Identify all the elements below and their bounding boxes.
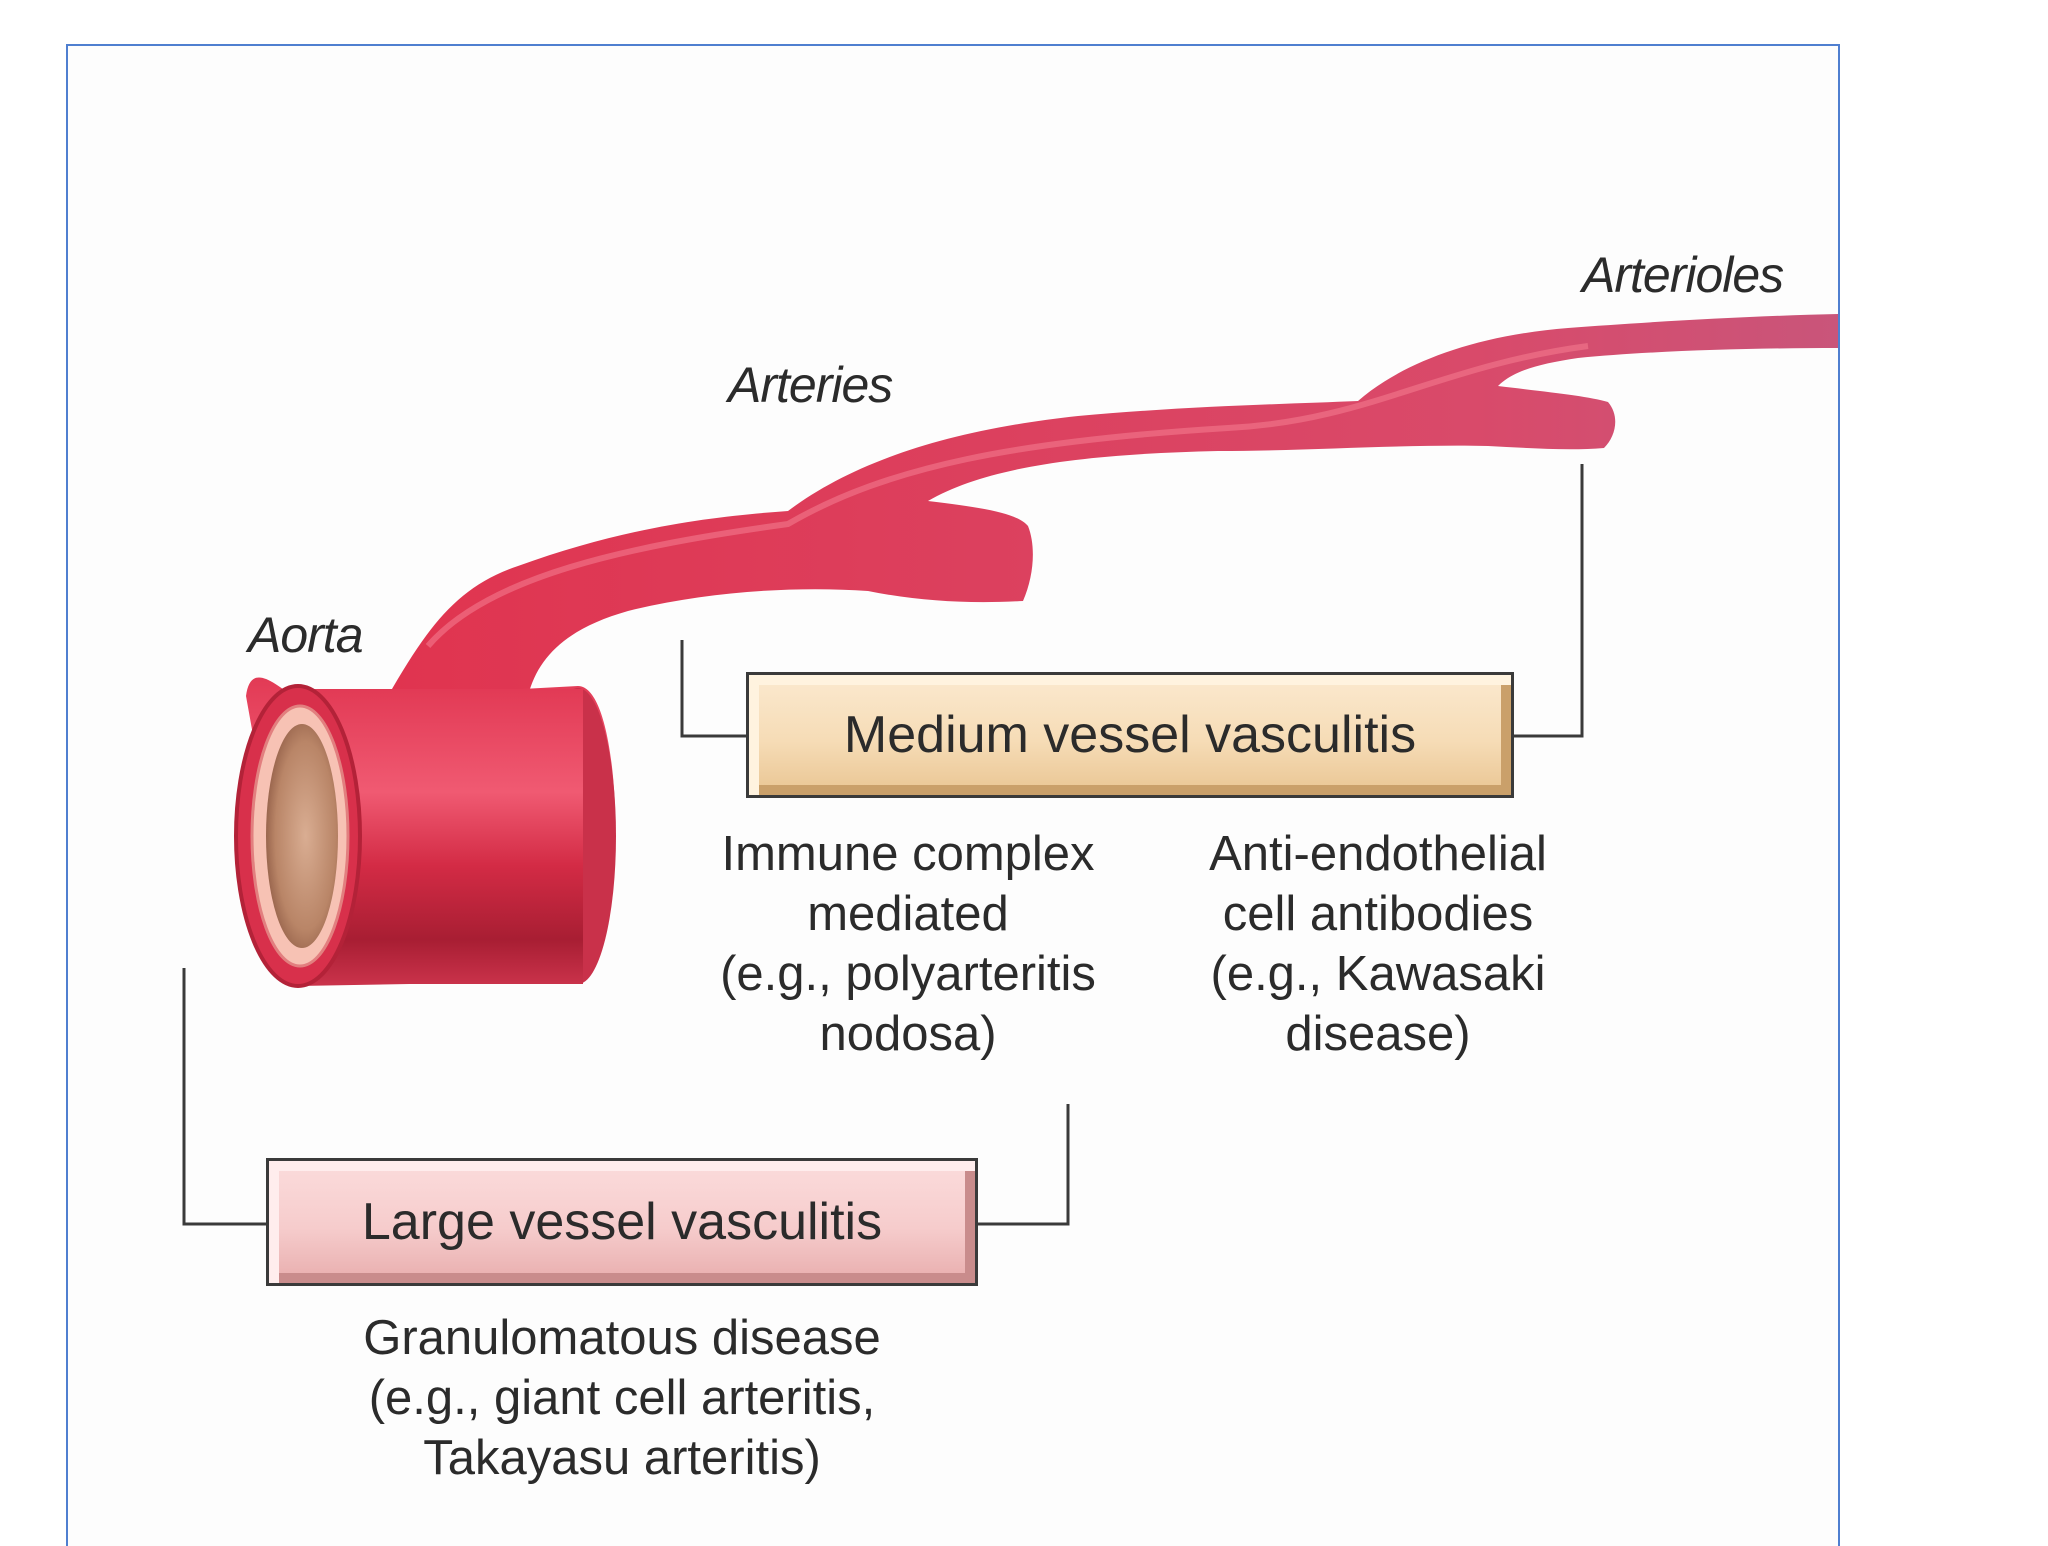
vessel-illustration bbox=[182, 314, 1838, 1226]
medium-vessel-title: Medium vessel vasculitis bbox=[843, 706, 1417, 764]
large-bracket-left bbox=[182, 968, 266, 1226]
figure-frame: Aorta Arteries Arterioles Medium vessel … bbox=[66, 44, 1840, 1546]
large-vessel-vasculitis-box: Large vessel vasculitis bbox=[266, 1158, 978, 1286]
artery-highlight bbox=[425, 343, 1589, 648]
aorta-label: Aorta bbox=[248, 607, 364, 663]
arterioles-label: Arterioles bbox=[1582, 247, 1784, 303]
large-bracket-right bbox=[978, 1104, 1070, 1226]
medium-bracket-left bbox=[680, 640, 746, 738]
artery-branch-body bbox=[388, 314, 1838, 696]
anti-endothelial-desc: Anti-endothelial cell antibodies (e.g., … bbox=[1209, 827, 1547, 1061]
large-vessel-title: Large vessel vasculitis bbox=[361, 1193, 883, 1251]
aorta-lumen bbox=[266, 724, 338, 948]
medium-bracket-right bbox=[1514, 464, 1584, 738]
granulomatous-desc: Granulomatous disease (e.g., giant cell … bbox=[363, 1311, 881, 1485]
medium-vessel-vasculitis-box: Medium vessel vasculitis bbox=[746, 672, 1514, 798]
immune-complex-desc: Immune complex mediated (e.g., polyarter… bbox=[720, 827, 1096, 1061]
arteries-label: Arteries bbox=[728, 357, 893, 413]
